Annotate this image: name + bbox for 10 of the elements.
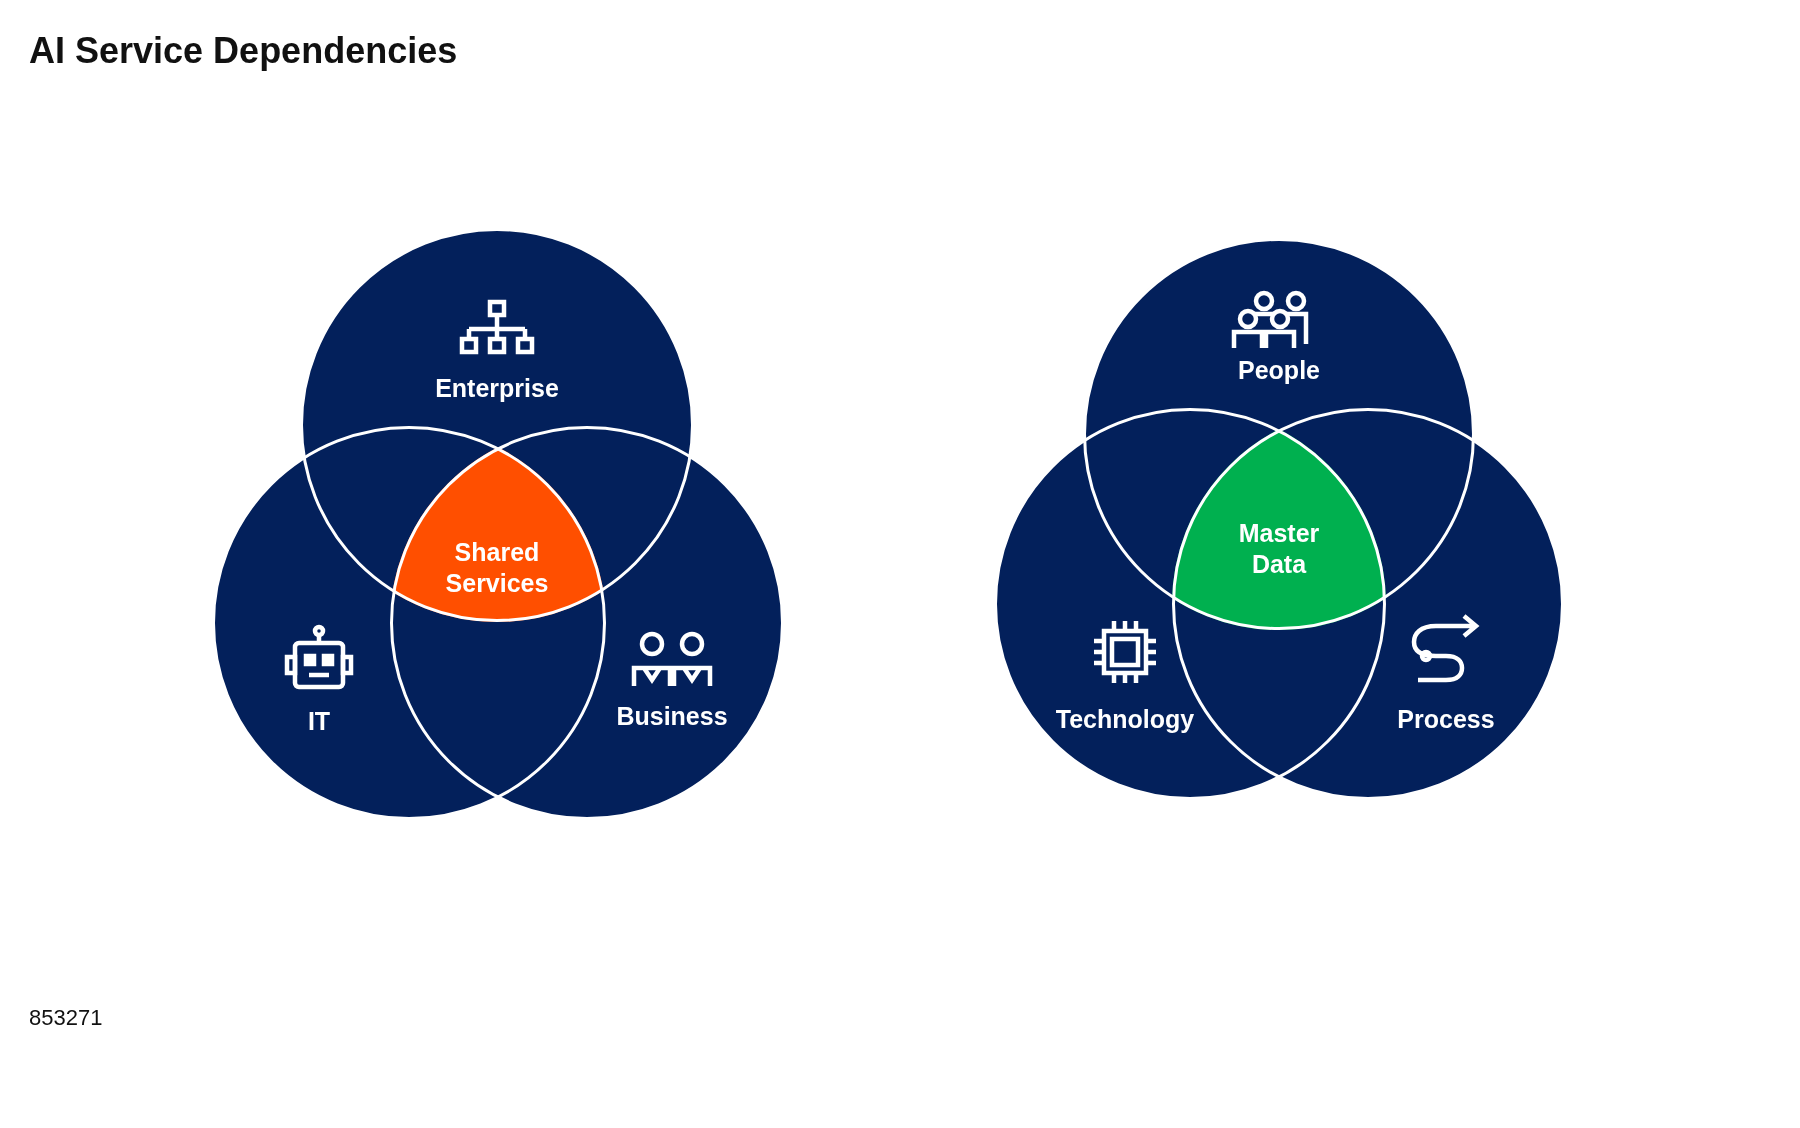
circle-label: Master Data — [1237, 518, 1321, 580]
circle-label: Business — [616, 700, 728, 732]
circle-label: Process — [1397, 703, 1495, 735]
circle-label: Enterprise — [435, 372, 559, 404]
diagram-title: AI Service Dependencies — [29, 30, 458, 72]
circle-label: Technology — [1055, 703, 1195, 735]
circle-label: Shared Services — [444, 537, 550, 599]
circle-label: People — [1238, 354, 1320, 386]
figure-id: 853271 — [29, 1005, 103, 1031]
circle-label: IT — [307, 705, 331, 737]
